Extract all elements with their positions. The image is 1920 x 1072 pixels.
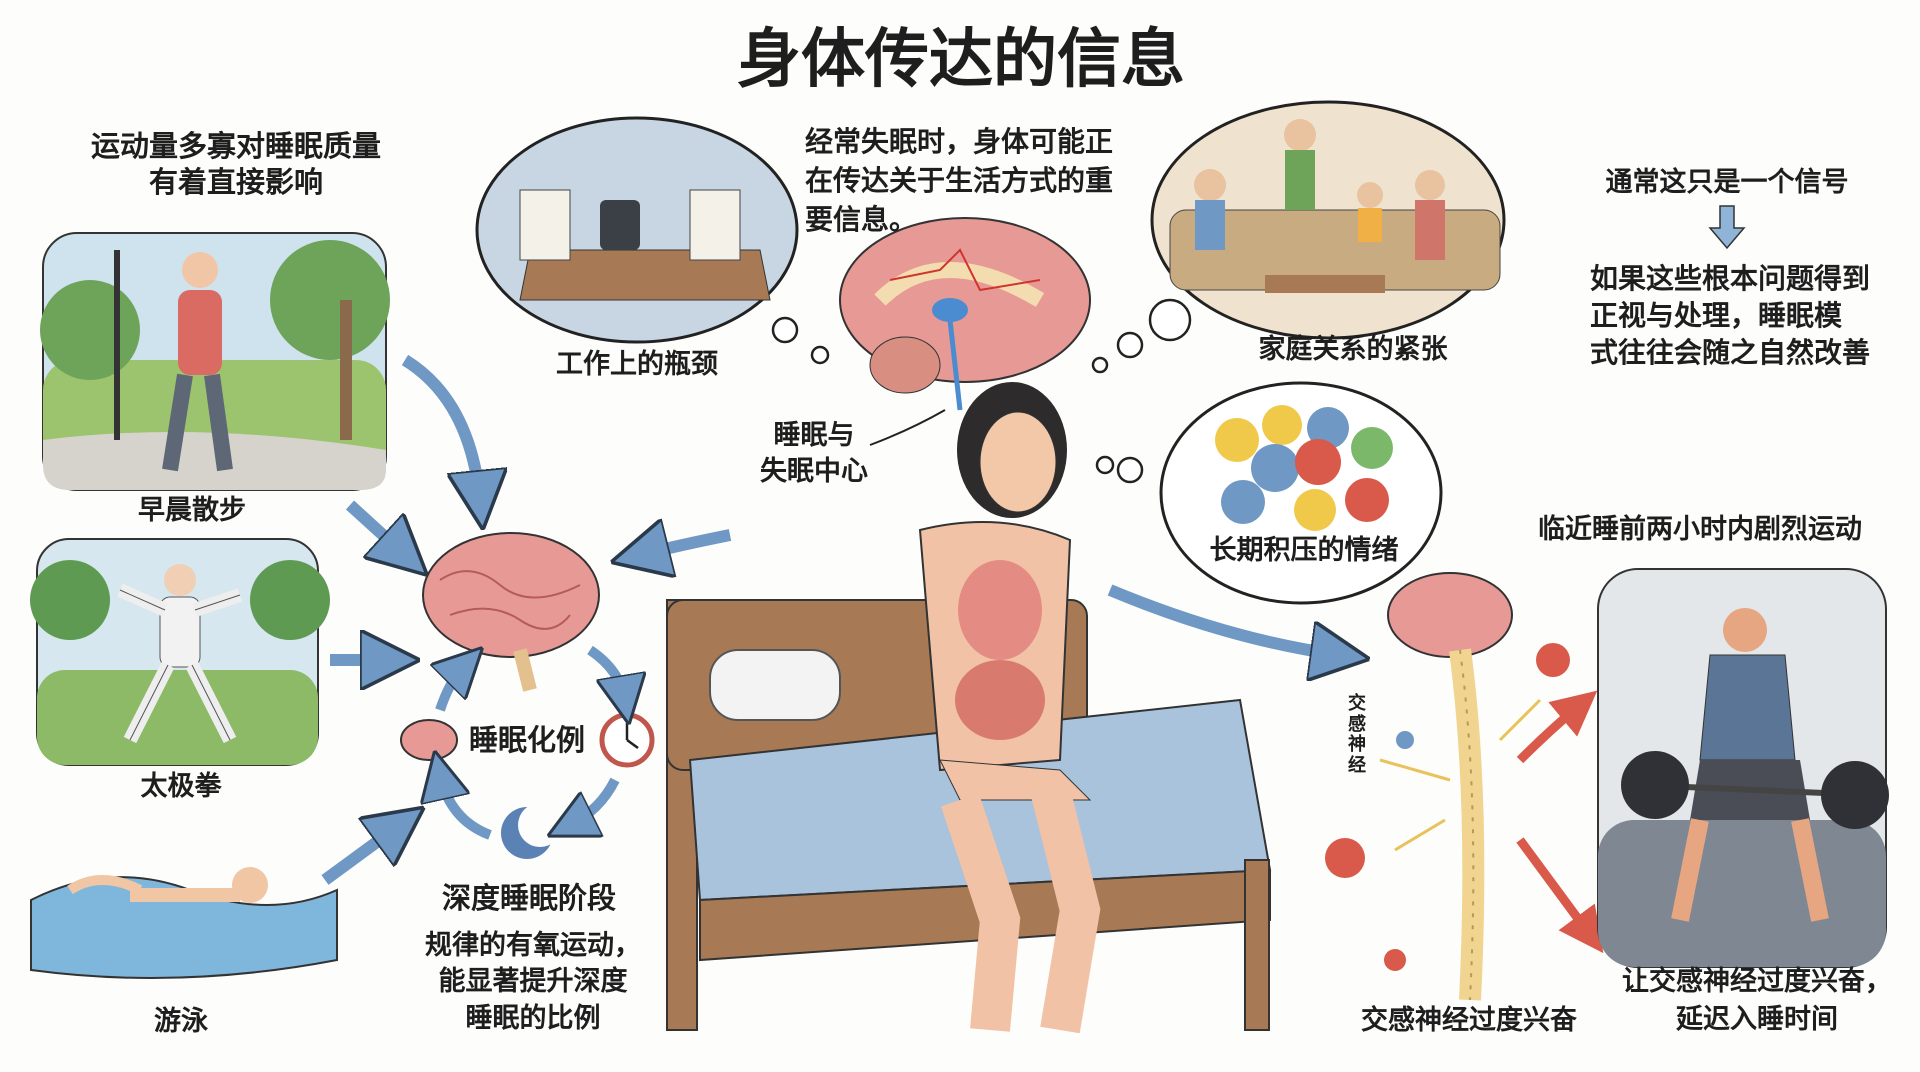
- tai-chi-illustration: [30, 538, 330, 766]
- effect-line: 让交感神经过度兴奋，: [1622, 966, 1892, 997]
- label-line: 睡眠与: [773, 420, 855, 451]
- label-suppressed-emotions: 长期积压的情绪: [1209, 535, 1399, 566]
- description-line: 睡眠的比例: [465, 1002, 601, 1034]
- aerobic-description: 规律的有氧运动， 能显著提升深度 睡眠的比例: [425, 928, 641, 1037]
- clock-icon: [599, 712, 655, 768]
- brain-sleep-center-illustration: [839, 217, 1091, 446]
- signal-text: 通常这只是一个信号: [1605, 167, 1849, 198]
- spine-nerve-illustration: [1325, 572, 1604, 1001]
- exercise-heading: 运动量多寡对睡眠质量 有着直接影响: [91, 128, 381, 201]
- gym-deadlift-illustration: [1597, 568, 1889, 968]
- heading-line: 有着直接影响: [148, 165, 324, 200]
- page-title: 身体传达的信息: [737, 23, 1185, 97]
- deep-sleep-label: 深度睡眠阶段: [441, 881, 617, 915]
- cycle-center-label: 睡眠化例: [468, 723, 586, 757]
- down-arrow-icon: [1708, 205, 1746, 250]
- intro-line: 要信息。: [805, 203, 918, 237]
- resolution-line: 如果这些根本问题得到: [1589, 262, 1871, 295]
- description-line: 能显著提升深度: [438, 966, 628, 998]
- family-thought-cloud: [1091, 100, 1506, 374]
- emotions-thought-cloud: [1095, 381, 1443, 605]
- late-exercise-heading: 临近睡前两小时内剧烈运动: [1538, 514, 1862, 545]
- label-family-tension: 家庭关系的紧张: [1258, 334, 1448, 365]
- effect-text: 让交感神经过度兴奋， 延迟入睡时间: [1622, 963, 1892, 1039]
- moon-icon: [501, 803, 562, 859]
- resolution-line: 正视与处理，睡眠模: [1589, 299, 1843, 333]
- intro-line: 经常失眠时，身体可能正: [805, 125, 1114, 158]
- small-brain-icon: [400, 719, 458, 761]
- intro-text: 经常失眠时，身体可能正 在传达关于生活方式的重 要信息。: [805, 122, 1113, 240]
- description-line: 规律的有氧运动，: [425, 930, 641, 961]
- label-line: 失眠中心: [760, 456, 868, 488]
- label-tai-chi: 太极拳: [140, 771, 222, 802]
- activity-arrows: [321, 354, 1340, 885]
- effect-line: 延迟入睡时间: [1676, 1003, 1838, 1035]
- heading-line: 运动量多寡对睡眠质量: [90, 129, 382, 163]
- label-swimming: 游泳: [154, 1006, 208, 1037]
- label-work-bottleneck: 工作上的瓶颈: [556, 349, 718, 380]
- sleep-cycle-diagram: [400, 532, 655, 859]
- resolution-line: 式往往会随之自然改善: [1589, 336, 1871, 370]
- intro-line: 在传达关于生活方式的重: [805, 164, 1114, 198]
- swimming-illustration: [30, 867, 338, 979]
- resolution-text: 如果这些根本问题得到 正视与处理，睡眠模 式往往会随之自然改善: [1590, 260, 1870, 372]
- sleep-center-label: 睡眠与 失眠中心: [760, 418, 868, 491]
- nerve-label: 交感神经: [1348, 693, 1366, 777]
- walking-woman-illustration: [40, 232, 390, 491]
- woman-on-bed-illustration: [666, 382, 1272, 1034]
- label-morning-walk: 早晨散步: [138, 495, 246, 526]
- nerve-caption: 交感神经过度兴奋: [1361, 1005, 1577, 1036]
- work-thought-cloud: [475, 116, 830, 365]
